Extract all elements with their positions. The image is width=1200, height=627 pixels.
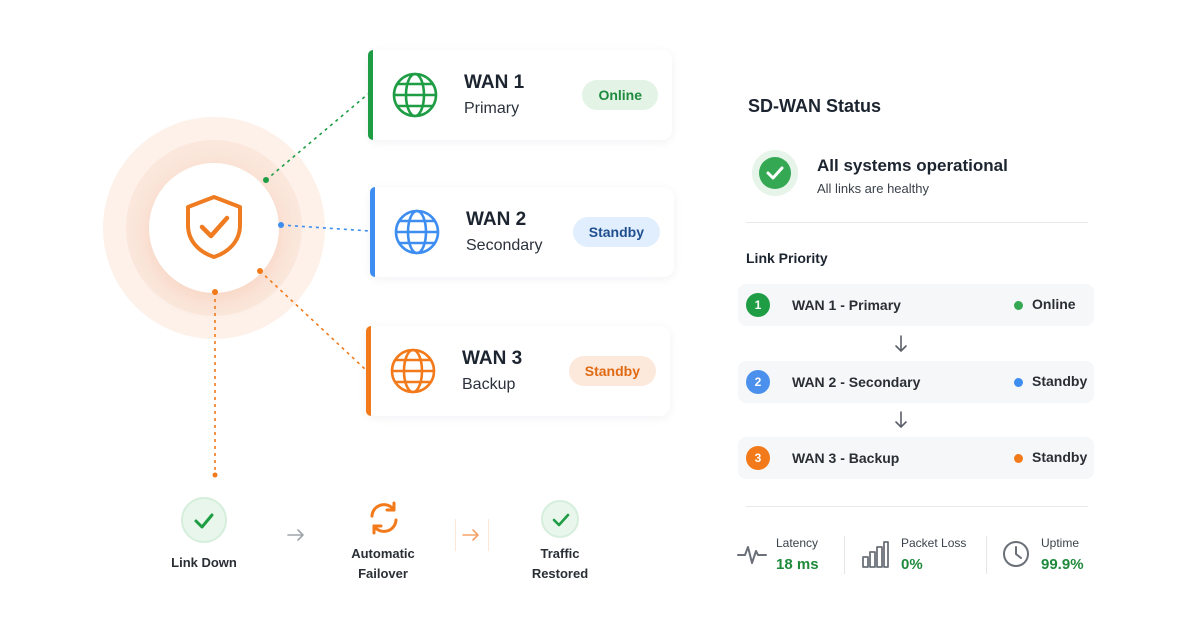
- metric-value: 18 ms: [776, 556, 819, 573]
- wan-name: WAN 2: [466, 209, 527, 230]
- step-divider: [455, 519, 456, 551]
- check-circle-icon: [552, 513, 570, 527]
- divider: [746, 222, 1088, 223]
- wan-card-2[interactable]: WAN 2 Secondary Standby: [370, 187, 674, 277]
- priority-number: 1: [746, 293, 770, 317]
- priority-label: WAN 2 - Secondary: [792, 374, 921, 390]
- link-down-step: [181, 497, 227, 543]
- priority-status: Standby: [1032, 449, 1088, 465]
- status-badge-standby: Standby: [572, 217, 660, 247]
- priority-number: 2: [746, 370, 770, 394]
- wan-role: Primary: [464, 100, 520, 117]
- panel-title: SD-WAN Status: [748, 96, 882, 116]
- metric-label: Uptime: [1041, 536, 1080, 550]
- traffic-restored-step: [541, 500, 579, 538]
- priority-label: WAN 1 - Primary: [792, 297, 901, 313]
- wan-role: Secondary: [466, 237, 543, 254]
- step-label: Traffic Restored: [510, 544, 610, 584]
- priority-number: 3: [746, 446, 770, 470]
- wan-card-3[interactable]: WAN 3 Backup Standby: [366, 326, 670, 416]
- arrow-right-icon: [287, 529, 304, 541]
- globe-icon: [392, 72, 438, 118]
- step-label: Automatic Failover: [333, 544, 433, 584]
- status-dot: [1014, 301, 1023, 310]
- wan-card-accent: [370, 187, 375, 277]
- priority-row[interactable]: 3 WAN 3 - Backup Standby: [738, 437, 1094, 479]
- arrow-right-icon: [462, 529, 479, 541]
- metric-value: 99.9%: [1041, 556, 1084, 573]
- divider: [746, 506, 1088, 507]
- step-label-line: Traffic: [540, 546, 580, 561]
- priority-row[interactable]: 1 WAN 1 - Primary Online: [738, 284, 1094, 326]
- status-badge-online: Online: [582, 80, 658, 110]
- priority-label: WAN 3 - Backup: [792, 450, 900, 466]
- wan-name: WAN 1: [464, 72, 525, 93]
- step-label-line: Automatic: [351, 546, 415, 561]
- arrow-down-icon: [895, 335, 907, 352]
- globe-icon: [390, 348, 436, 394]
- check-circle-icon: [194, 513, 214, 529]
- step-label: Link Down: [171, 555, 237, 570]
- step-label-line: Restored: [531, 566, 589, 581]
- shield-check-icon: [186, 195, 242, 259]
- status-dot: [1014, 378, 1023, 387]
- metric-label: Packet Loss: [901, 536, 967, 550]
- globe-icon: [394, 209, 440, 255]
- wan-card-1[interactable]: WAN 1 Primary Online: [368, 50, 672, 140]
- bar-chart-icon: [862, 541, 889, 568]
- metric-value: 0%: [901, 556, 923, 573]
- wan-name: WAN 3: [462, 348, 523, 369]
- priority-status: Standby: [1032, 373, 1088, 389]
- wan-role: Backup: [462, 376, 516, 393]
- priority-row[interactable]: 2 WAN 2 - Secondary Standby: [738, 361, 1094, 403]
- status-subtitle: All links are healthy: [817, 181, 929, 196]
- status-dot: [1014, 454, 1023, 463]
- wan-card-accent: [368, 50, 373, 140]
- link-priority-title: Link Priority: [746, 250, 828, 266]
- wan-card-accent: [366, 326, 371, 416]
- sdwan-status-panel: SD-WAN Status All systems operational Al…: [728, 68, 1112, 608]
- status-badge-standby: Standby: [568, 356, 656, 386]
- priority-status: Online: [1032, 296, 1076, 312]
- refresh-icon: [370, 501, 398, 535]
- pulse-icon: [737, 546, 767, 564]
- metric-divider: [844, 536, 845, 574]
- arrow-down-icon: [895, 411, 907, 428]
- status-title: All systems operational: [817, 156, 1008, 175]
- metric-divider: [986, 536, 987, 574]
- step-divider: [488, 519, 489, 551]
- metric-label: Latency: [776, 536, 819, 550]
- step-label-line: Failover: [358, 566, 408, 581]
- clock-icon: [1003, 541, 1029, 567]
- check-circle-icon: [759, 157, 791, 189]
